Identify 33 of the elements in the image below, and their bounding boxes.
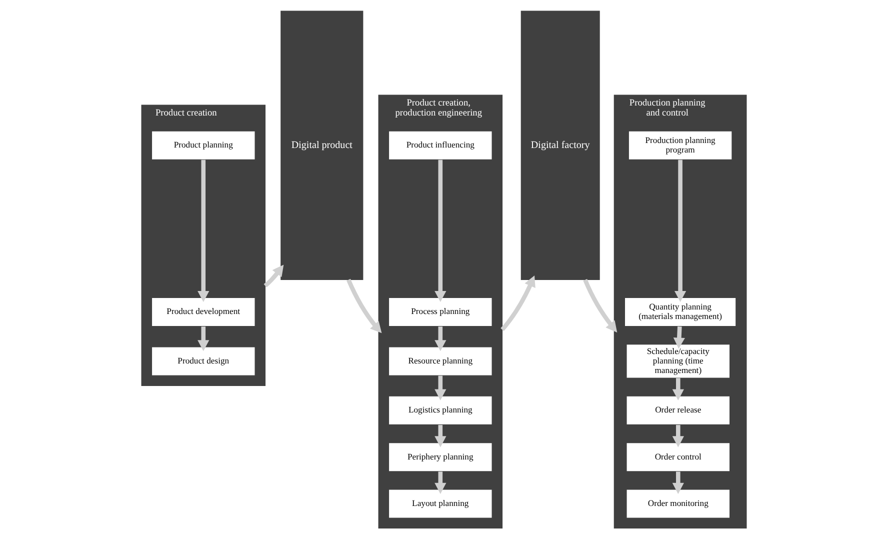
arrow [434, 376, 446, 400]
node-box: Resource planning [388, 346, 492, 376]
node-box: Product development [150, 297, 255, 327]
arrow [582, 279, 617, 332]
arrow [672, 472, 684, 494]
node-box: Digital product [280, 10, 363, 280]
arrow [674, 160, 686, 302]
node-box: Digital factory [520, 10, 600, 280]
node-box: Product influencing [388, 130, 492, 160]
node-box: Periphery planning [388, 442, 492, 472]
node-box: Layout planning [388, 489, 492, 518]
arrow [434, 472, 446, 494]
arrow [434, 424, 446, 448]
arrow [197, 326, 209, 352]
arrow [500, 276, 535, 332]
arrow [672, 424, 684, 448]
arrow [434, 160, 446, 302]
node-box: Order release [626, 396, 730, 426]
node-box: Schedule/capacity planning (time management) [626, 344, 730, 378]
arrow [672, 326, 684, 349]
node-box: Order monitoring [626, 489, 730, 518]
arrow [434, 326, 446, 352]
node-box: Production planning program [628, 130, 732, 160]
node-box: Process planning [388, 297, 492, 327]
arrow [672, 378, 684, 400]
node-box: Product planning [150, 130, 255, 160]
arrow [263, 264, 284, 288]
node-box: Quantity planning (materials management) [624, 297, 736, 327]
node-box: Logistics planning [388, 396, 492, 426]
node-box: Product design [150, 346, 255, 376]
arrow [346, 278, 382, 334]
arrow [197, 160, 209, 302]
node-box: Order control [626, 442, 730, 472]
